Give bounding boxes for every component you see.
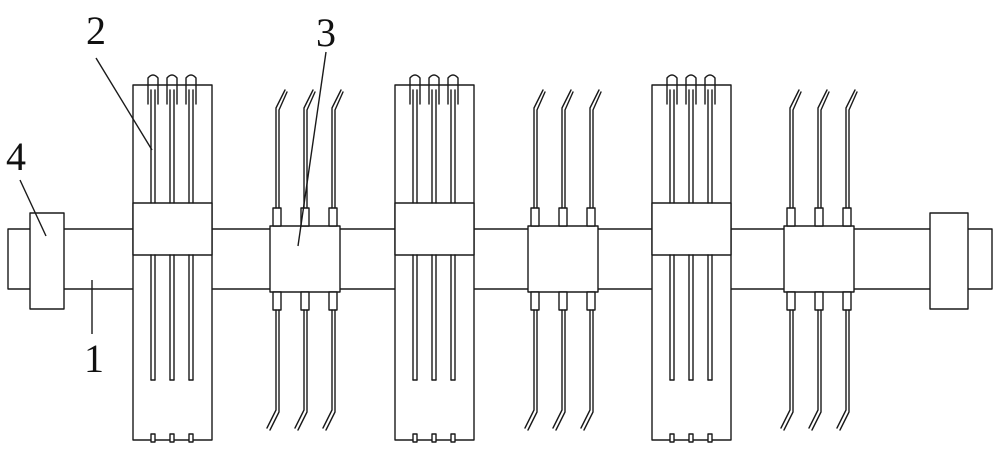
hub-3-collar-lower-2 [815, 292, 823, 310]
disc-1-pin-2 [170, 434, 174, 442]
hub-1-tine-lower-1a [267, 310, 276, 428]
disc-3-pin-3 [708, 434, 712, 442]
hub-2-tine-lower-3a [581, 310, 590, 428]
hub-3-collar-upper-1 [787, 208, 795, 226]
hub-2-tine-upper-1b [537, 92, 545, 208]
hub-3-collar-upper-3 [843, 208, 851, 226]
hub-1-collar-upper-3 [329, 208, 337, 226]
disc-1-pin-1 [151, 434, 155, 442]
label-bearing: 4 [6, 134, 26, 179]
disc-3-pin-1 [670, 434, 674, 442]
hub-1-tine-lower-3a [323, 310, 332, 428]
label-hub: 3 [316, 10, 336, 55]
disc-2-pin-3 [451, 434, 455, 442]
leader-line-3 [298, 52, 326, 246]
bearing-right [930, 213, 968, 309]
hub-2-collar-lower-2 [559, 292, 567, 310]
disc-frame-3 [652, 85, 731, 440]
hub-1-collar-upper-1 [273, 208, 281, 226]
hub-2-collar-upper-2 [559, 208, 567, 226]
label-disc-frame: 2 [86, 8, 106, 53]
hub-3-collar-lower-1 [787, 292, 795, 310]
hub-2-collar-upper-3 [587, 208, 595, 226]
hub-3-tine-lower-2a [809, 310, 818, 428]
hub-3-tine-upper-1b [793, 92, 801, 208]
hub-2-collar-lower-1 [531, 292, 539, 310]
hub-2-tine-upper-3b [593, 92, 601, 208]
disc-2-pin-2 [432, 434, 436, 442]
hub-3-collar-lower-3 [843, 292, 851, 310]
bearing-left [30, 213, 64, 309]
hub-3-tine-upper-3b [849, 92, 857, 208]
hub-3-tine-lower-3a [837, 310, 846, 428]
hub-2-tine-lower-1a [525, 310, 534, 428]
disc-2-pin-1 [413, 434, 417, 442]
hub-2 [528, 226, 598, 292]
disc-collar-3 [652, 203, 731, 255]
hub-1-collar-lower-3 [329, 292, 337, 310]
hub-3-tine-upper-2b [821, 92, 829, 208]
hub-3-tine-lower-1a [781, 310, 790, 428]
disc-collar-1 [133, 203, 212, 255]
hub-2-collar-lower-3 [587, 292, 595, 310]
hub-1-collar-lower-2 [301, 292, 309, 310]
hub-2-tine-upper-2b [565, 92, 573, 208]
hub-1 [270, 226, 340, 292]
label-shaft: 1 [84, 336, 104, 381]
hub-1-tine-upper-3b [335, 92, 343, 208]
hub-1-tine-upper-1b [279, 92, 287, 208]
hub-1-tine-upper-2b [307, 92, 315, 208]
hub-1-tine-lower-2a [295, 310, 304, 428]
hub-3-collar-upper-2 [815, 208, 823, 226]
hub-2-tine-lower-2a [553, 310, 562, 428]
disc-1-pin-3 [189, 434, 193, 442]
hub-3 [784, 226, 854, 292]
disc-frame-2 [395, 85, 474, 440]
disc-collar-2 [395, 203, 474, 255]
disc-3-pin-2 [689, 434, 693, 442]
hub-1-collar-lower-1 [273, 292, 281, 310]
hub-2-collar-upper-1 [531, 208, 539, 226]
